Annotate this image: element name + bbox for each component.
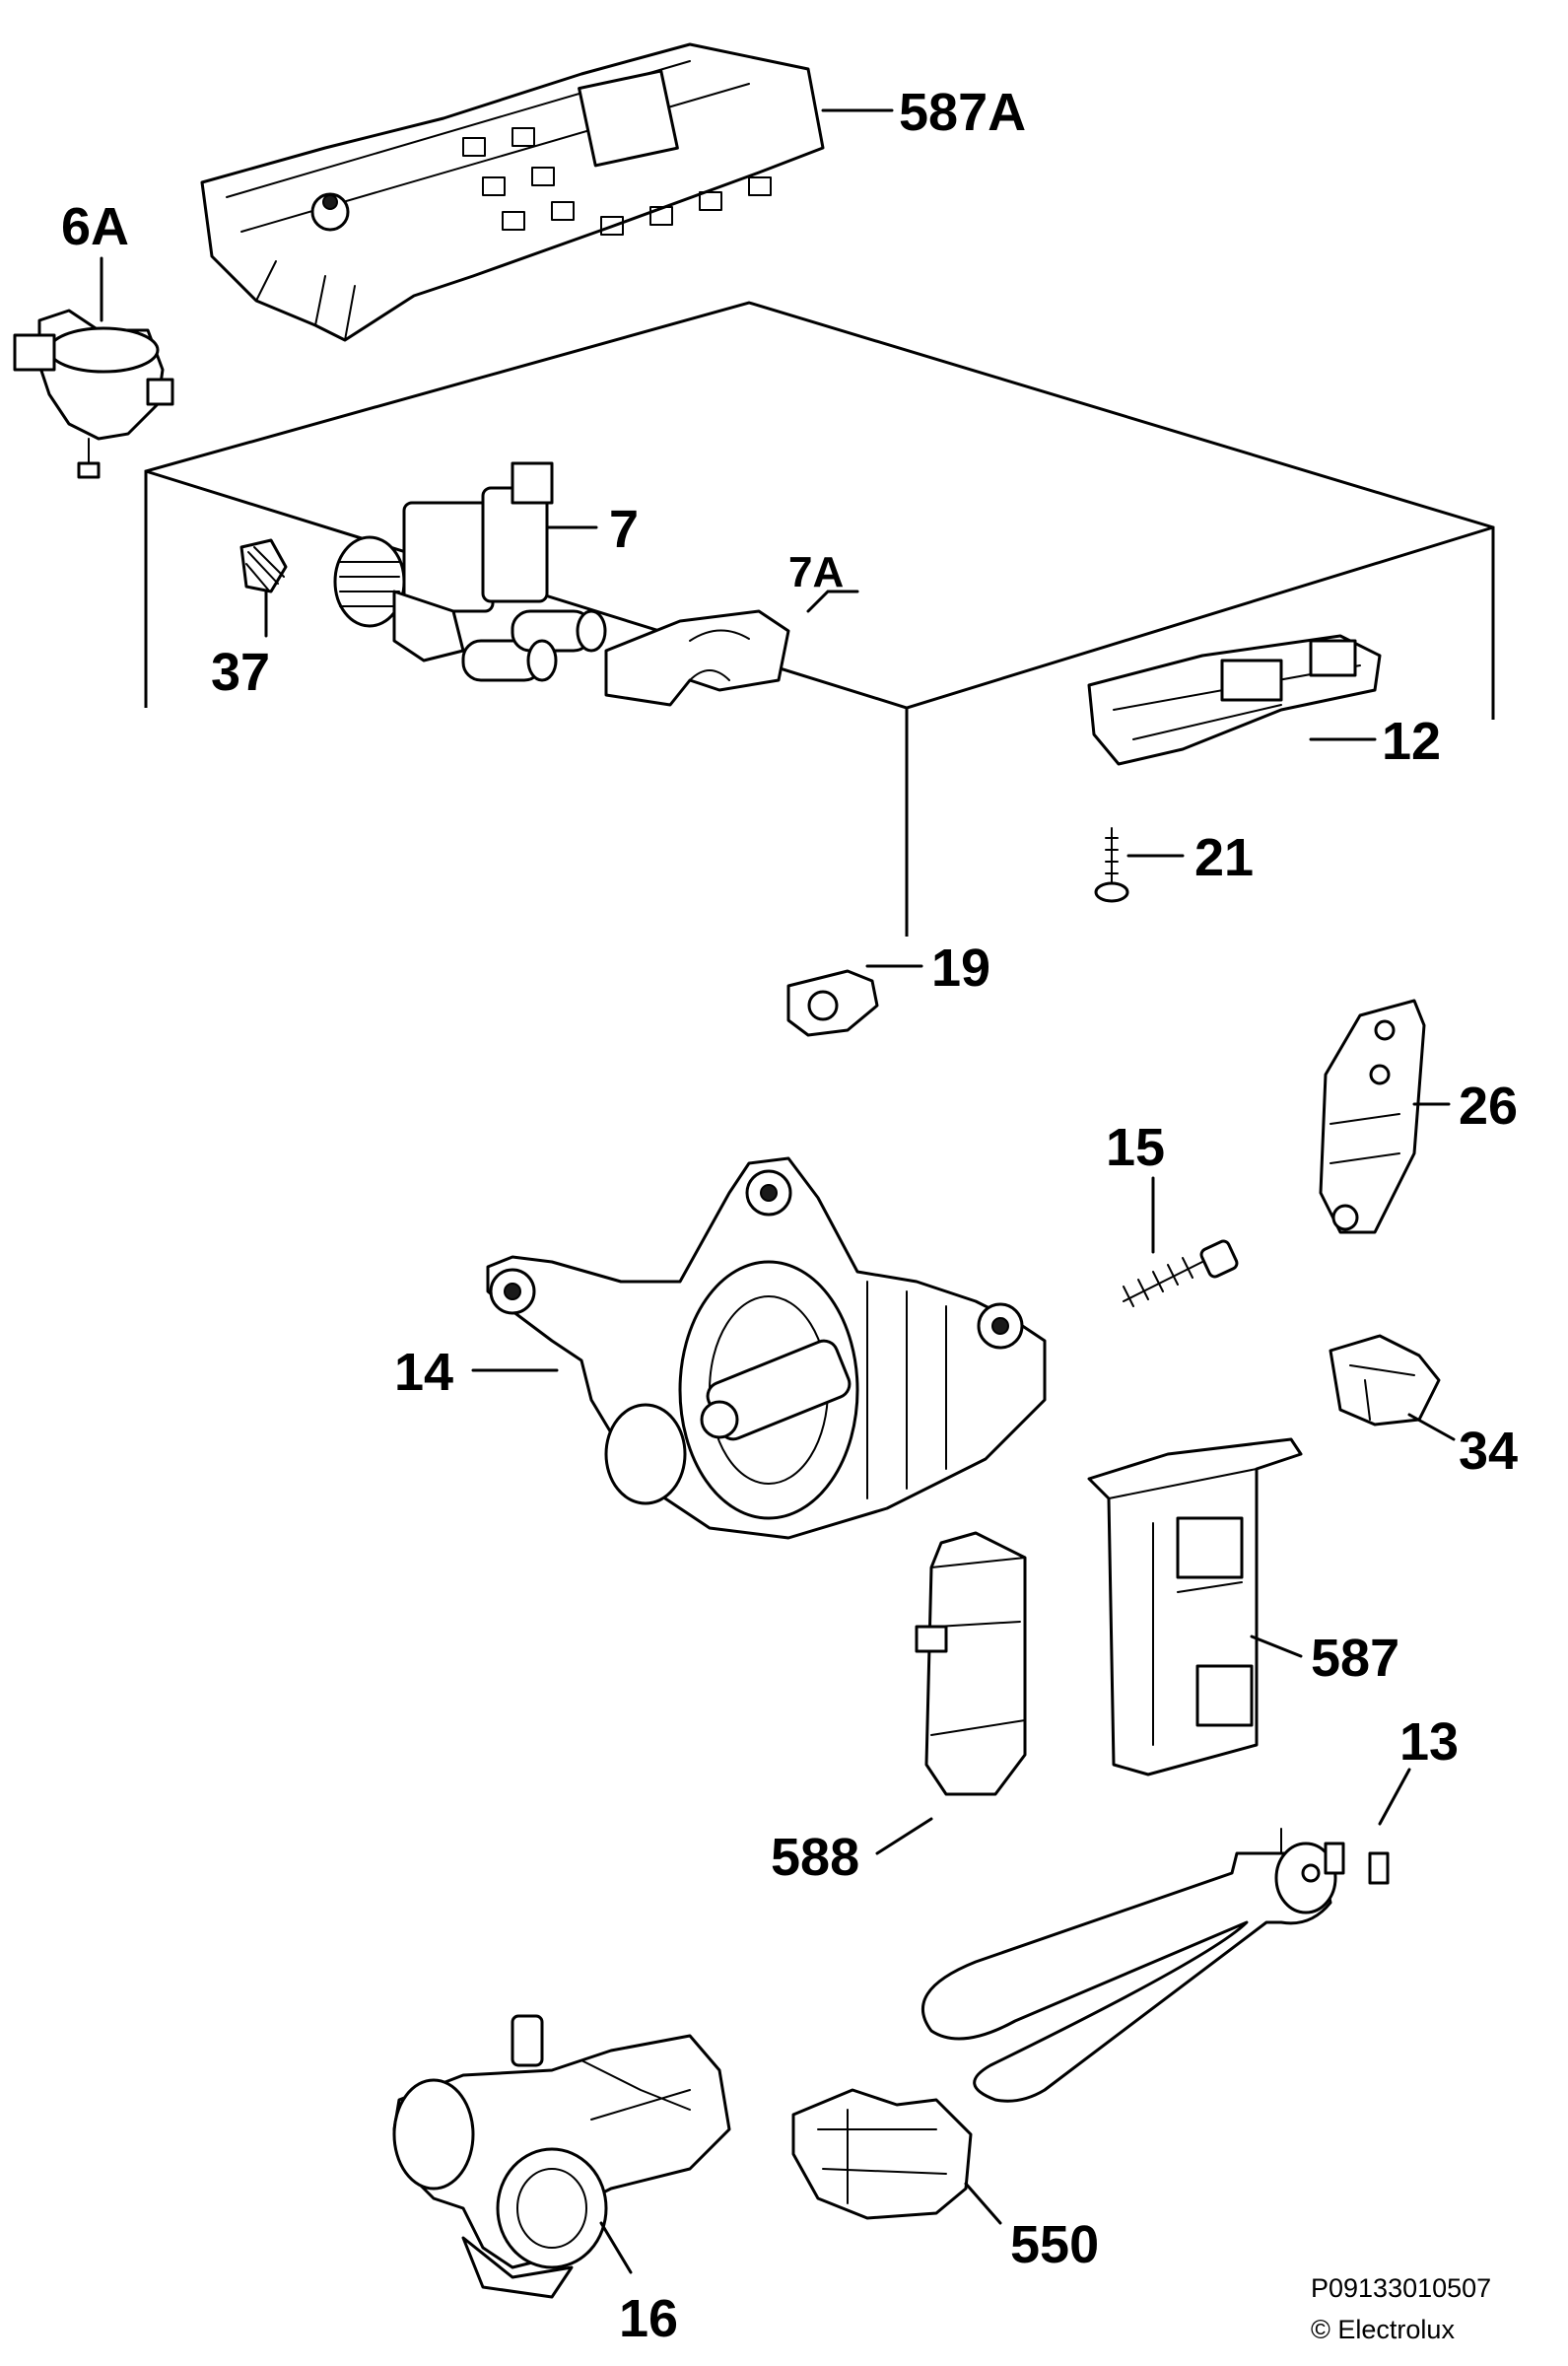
part-15-screw [1123, 1239, 1239, 1307]
board-switches [462, 127, 772, 236]
callout-587a: 587A [899, 83, 1026, 142]
part-26-sensor [1319, 999, 1426, 1234]
part-19-clip [786, 969, 879, 1037]
footer: P09133010507 © Electrolux [1311, 2273, 1491, 2344]
callout-550: 550 [1010, 2215, 1099, 2274]
part-587a-control-board [200, 42, 825, 342]
part-7a-bracket [604, 609, 790, 707]
callout-16: 16 [619, 2289, 678, 2348]
part-16-drain-pump [392, 2014, 731, 2299]
copyright: © Electrolux [1311, 2315, 1455, 2344]
callout-588: 588 [771, 1828, 859, 1887]
part-587-power-module [1087, 1437, 1303, 1776]
callout-12: 12 [1382, 712, 1441, 771]
callout-7a: 7A [788, 548, 844, 596]
part-550-foam-pad [791, 2088, 973, 2220]
drawing-code: P09133010507 [1311, 2273, 1491, 2303]
part-34-clip [1329, 1334, 1441, 1427]
callout-26: 26 [1459, 1077, 1518, 1136]
callout-15: 15 [1106, 1118, 1165, 1177]
leader-lines [100, 108, 1456, 2274]
part-588-filter-module [915, 1531, 1027, 1796]
callout-13: 13 [1399, 1712, 1459, 1772]
callout-labels: 587A 6A 7 7A 37 12 21 19 26 15 14 34 587… [61, 83, 1518, 2348]
part-14-motor [486, 1156, 1047, 1540]
part-13-heating-element [920, 1828, 1390, 2103]
callout-6a: 6A [61, 197, 129, 256]
callout-587: 587 [1311, 1629, 1399, 1688]
part-37-filter [239, 538, 288, 593]
part-21-screw [1094, 827, 1129, 903]
callout-19: 19 [931, 939, 990, 998]
cabinet-outline [144, 301, 1495, 937]
callout-21: 21 [1194, 828, 1254, 887]
callout-7: 7 [609, 500, 639, 559]
callout-37: 37 [211, 643, 270, 702]
part-12-bracket [1087, 634, 1382, 766]
callout-34: 34 [1459, 1422, 1518, 1481]
part-7-inlet-valve [333, 461, 607, 682]
callout-14: 14 [394, 1343, 453, 1402]
part-6a-pressure-switch [13, 309, 174, 479]
